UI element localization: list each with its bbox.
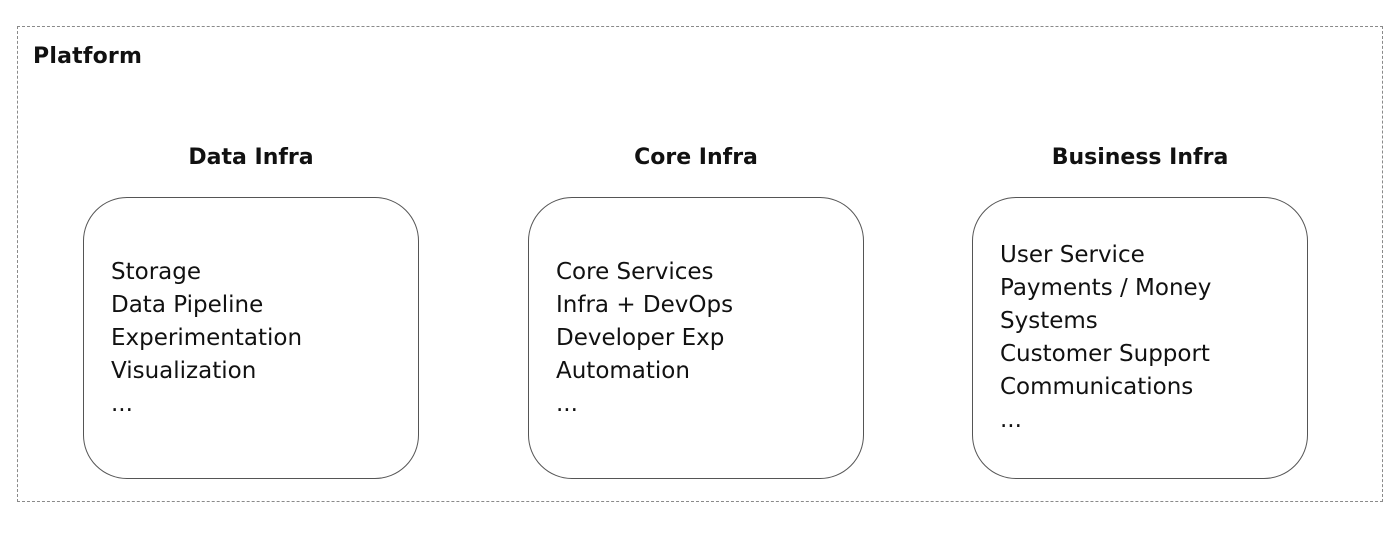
list-item: Data Pipeline	[111, 291, 264, 318]
list-item: Infra + DevOps	[556, 291, 734, 318]
list-item: User Service	[1000, 242, 1145, 268]
list-item: Experimentation	[111, 324, 303, 351]
list-item: ...	[556, 390, 578, 417]
list-item: Core Services	[556, 258, 714, 285]
list-item: Developer Exp	[556, 324, 725, 351]
list-item: Visualization	[111, 357, 257, 384]
list-item: Customer Support	[1000, 341, 1210, 367]
list-item: Automation	[556, 357, 690, 384]
item-list-data-infra: Storage Data Pipeline Experimentation Vi…	[111, 256, 408, 421]
column-title-business-infra: Business Infra	[1051, 145, 1229, 170]
item-list-core-infra: Core Services Infra + DevOps Developer E…	[556, 256, 853, 421]
list-item: Payments / Money	[1000, 275, 1212, 301]
column-title-core-infra: Core Infra	[634, 145, 758, 170]
box-business-infra: User Service Payments / Money Systems Cu…	[972, 197, 1308, 479]
item-list-business-infra: User Service Payments / Money Systems Cu…	[1000, 239, 1297, 437]
box-core-infra: Core Services Infra + DevOps Developer E…	[528, 197, 864, 479]
column-data-infra: Data Infra Storage Data Pipeline Experim…	[83, 143, 419, 479]
platform-title: Platform	[33, 44, 143, 69]
column-business-infra: Business Infra User Service Payments / M…	[972, 143, 1308, 479]
list-item: Systems	[1000, 308, 1098, 334]
list-item: ...	[1000, 407, 1022, 433]
platform-group: Platform Data Infra Storage Data Pipelin…	[17, 26, 1383, 502]
list-item: Storage	[111, 258, 201, 285]
column-title-data-infra: Data Infra	[188, 145, 314, 170]
list-item: Communications	[1000, 374, 1194, 400]
column-core-infra: Core Infra Core Services Infra + DevOps …	[528, 143, 864, 479]
list-item: ...	[111, 390, 133, 417]
box-data-infra: Storage Data Pipeline Experimentation Vi…	[83, 197, 419, 479]
